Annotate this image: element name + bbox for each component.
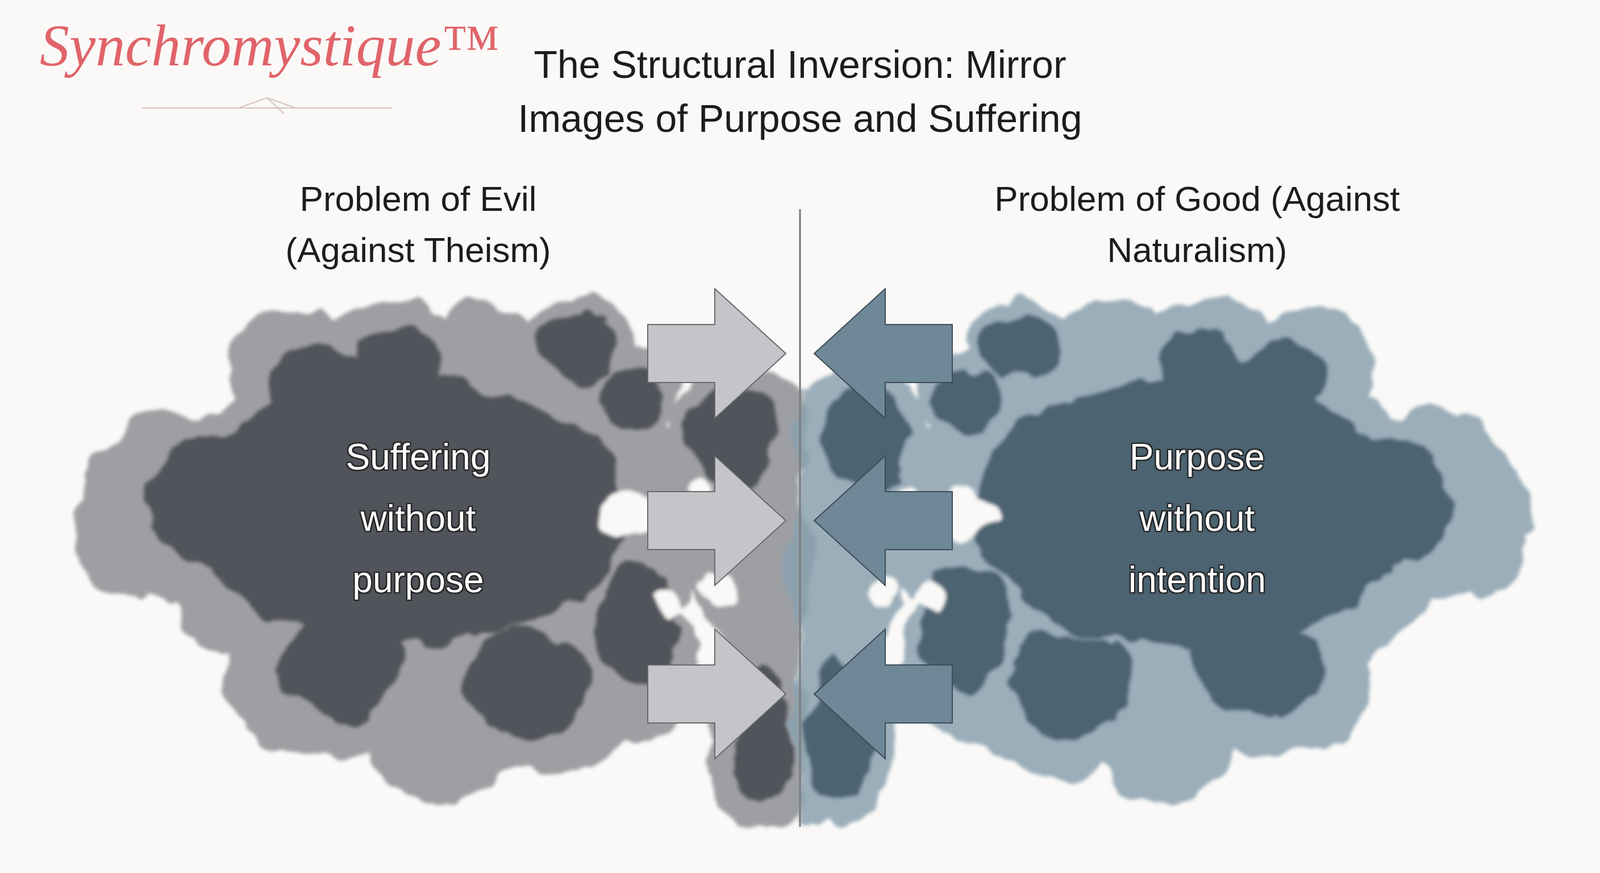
title-block: The Structural Inversion: Mirror Images … [356, 37, 1244, 146]
blot-caption: Purpose without intention [1089, 426, 1306, 611]
inkblot-panel: Problem of Good (Against Naturalism) Purp… [884, 170, 1510, 807]
logo-flourish [142, 97, 393, 114]
panel-heading: Problem of Evil (Against Theism) [236, 173, 600, 276]
inkblot-panel: Problem of Evil (Against Theism) Sufferin… [105, 170, 731, 807]
diagram-title: The Structural Inversion: Mirror Images … [518, 42, 1083, 140]
arrows-right [814, 288, 953, 759]
panel-heading: Problem of Good (Against Naturalism) [969, 173, 1425, 276]
divider-line [799, 209, 802, 827]
brand-logo: Synchromystique™ [39, 10, 500, 82]
arrows-left [647, 288, 786, 759]
title-spacer [356, 37, 528, 92]
blot-caption: Suffering without purpose [310, 426, 527, 611]
title-spacer [1072, 37, 1244, 92]
